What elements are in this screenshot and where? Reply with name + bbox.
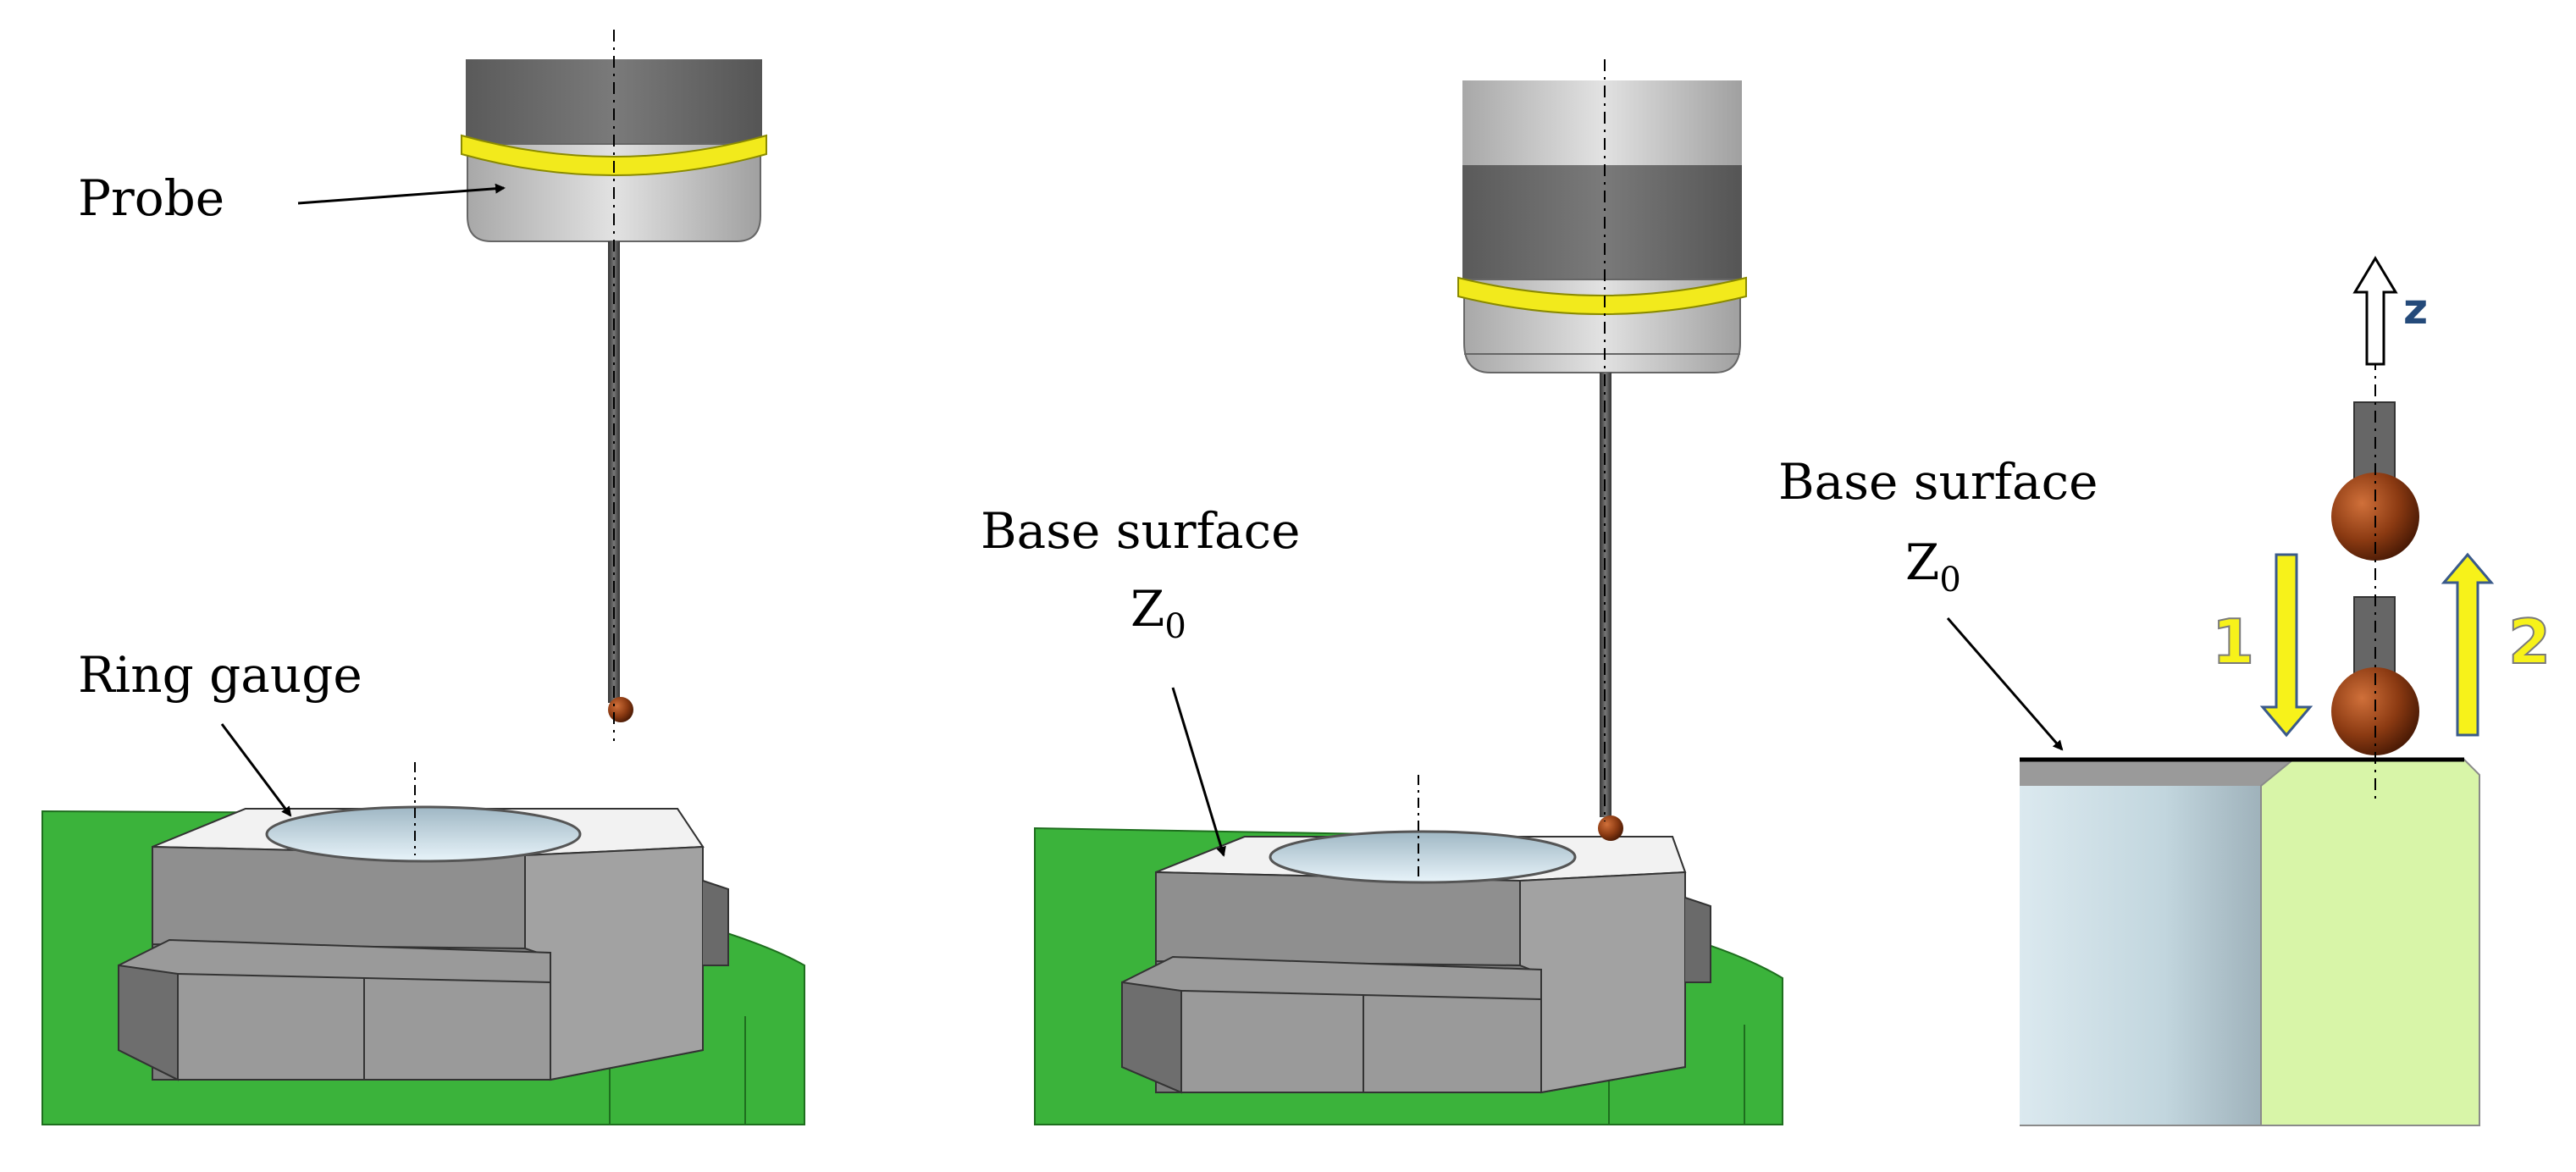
stylus-ball-2: [1598, 815, 1623, 841]
ring-gauge-pointer: [220, 723, 292, 817]
base-surface-label-3: Base surface: [1778, 453, 2098, 511]
ring-gauge-label: Ring gauge: [78, 646, 362, 704]
base-surface-pointer-3: [1946, 617, 2064, 751]
panel-3: [1946, 256, 2495, 1126]
probe-label: Probe: [78, 169, 225, 227]
cross-section-green: [2260, 759, 2480, 1126]
z0-main-2: Z: [1130, 580, 1165, 638]
gauge-bore-2: [1269, 830, 1577, 884]
z-axis-label: z: [2403, 285, 2429, 334]
z-axis-arrow: [2352, 256, 2398, 366]
arrow-2-label: 2: [2507, 606, 2551, 677]
z0-label-2: Z0: [1130, 584, 1186, 644]
stylus-ball-1: [608, 697, 633, 722]
base-surface-pointer: [1171, 687, 1226, 857]
z0-sub-3: 0: [1939, 561, 1961, 600]
z0-label-3: Z0: [1905, 538, 1961, 597]
probe-pointer: [297, 183, 506, 205]
ring-gauge-2: [1121, 775, 1711, 1094]
z0-main-3: Z: [1905, 533, 1940, 591]
gauge-bore: [265, 805, 582, 863]
retract-arrow-up: [2441, 552, 2495, 737]
probe-1: [461, 30, 767, 741]
base-surface-label-2: Base surface: [981, 502, 1301, 560]
probe-2: [1457, 59, 1747, 841]
cross-section-blue: [2020, 760, 2261, 1125]
approach-arrow-down: [2259, 553, 2313, 738]
ring-gauge: [118, 762, 729, 1081]
panel-2: [1034, 59, 1783, 1125]
panel-1: [41, 30, 805, 1125]
z0-sub-2: 0: [1164, 607, 1186, 646]
arrow-1-label: 1: [2211, 606, 2255, 677]
